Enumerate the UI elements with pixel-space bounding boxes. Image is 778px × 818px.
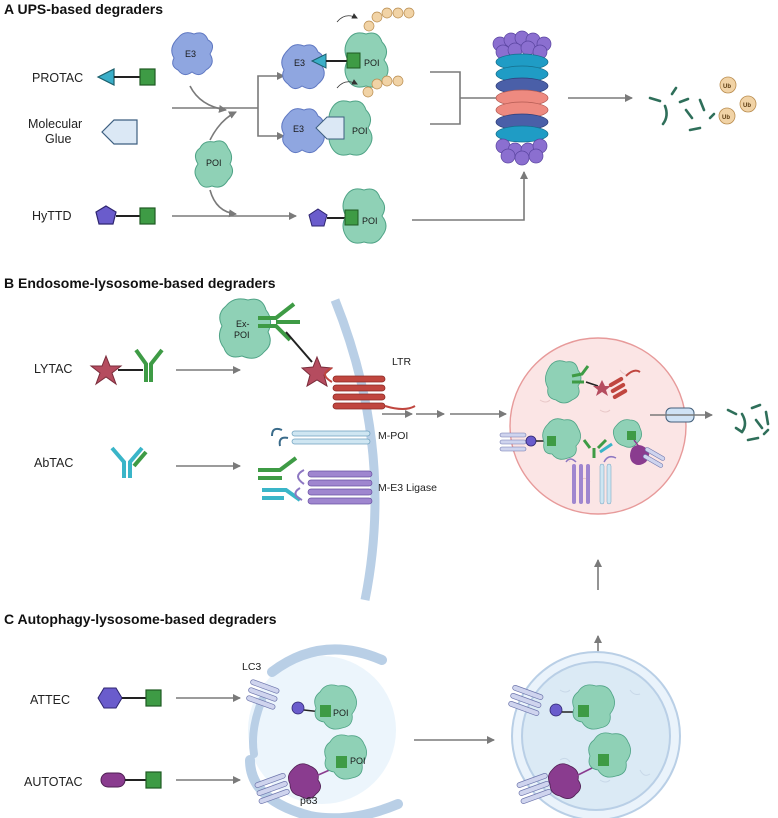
proteasome <box>492 30 552 166</box>
poi-label-complex2: POI <box>352 126 368 136</box>
lysosome-contents <box>499 360 666 505</box>
phagophore-cargo: POI POI <box>246 679 367 804</box>
section-a-title: A UPS-based degraders <box>4 1 163 17</box>
poi-label-attec: POI <box>333 708 349 718</box>
protac-molecule <box>96 68 156 86</box>
abtac-bound <box>258 456 302 502</box>
e3-join-arrow <box>189 85 227 113</box>
m-e3-ligase <box>294 469 373 505</box>
glue-ternary-complex: E3 POI <box>281 79 373 156</box>
flow-arrow-protac <box>257 72 285 108</box>
lysosome <box>509 337 687 515</box>
poi-blob-free: POI <box>194 140 234 188</box>
poi-label-autotac: POI <box>350 756 366 766</box>
ex-poi-label-1: Ex- <box>236 319 250 329</box>
e3-label-complex2: E3 <box>293 124 304 134</box>
poi-label-complex3: POI <box>362 216 378 226</box>
degraded-peptides-b <box>726 403 770 442</box>
hyttd-label: HyTTD <box>32 209 72 223</box>
autotac-label: AUTOTAC <box>24 775 83 789</box>
p63-label: p63 <box>300 795 318 807</box>
ub-label-3: Ub <box>722 115 730 121</box>
protac-ternary-complex: E3 POI <box>281 13 389 90</box>
autotac-molecule <box>100 771 162 789</box>
ex-poi-label-2: POI <box>234 330 250 340</box>
phagophore <box>245 644 403 818</box>
section-b-title: B Endosome-lysosome-based degraders <box>4 275 276 291</box>
hyttd-complex: POI <box>308 188 387 244</box>
m-poi-label: M-POI <box>378 430 408 442</box>
autophagosome-cargo <box>508 684 631 804</box>
m-e3-label: M-E3 Ligase <box>378 482 437 494</box>
attec-molecule <box>97 687 162 709</box>
lc3-label: LC3 <box>242 661 261 673</box>
ltr-receptor <box>324 367 416 410</box>
ub-chain-top <box>363 7 415 32</box>
poi-join-arrow <box>209 111 237 141</box>
plasma-membrane <box>330 298 380 601</box>
poi-join-hyttd-arrow <box>209 189 237 218</box>
attec-label: ATTEC <box>30 693 70 707</box>
e3-ligase-blob: E3 <box>171 32 214 76</box>
molecular-glue-molecule <box>101 119 138 145</box>
e3-label: E3 <box>185 49 196 59</box>
glue-label-2: Glue <box>45 132 71 146</box>
ub-chain-middle <box>362 75 404 98</box>
ub-label-2: Ub <box>743 103 751 109</box>
m-poi-receptor <box>271 427 371 447</box>
flow-arrow-glue <box>257 108 285 140</box>
abtac-label: AbTAC <box>34 456 73 470</box>
ub-label-1: Ub <box>723 84 731 90</box>
ub-free: Ub Ub Ub <box>718 76 757 125</box>
arrow-hyttd-to-proteasome <box>412 171 528 221</box>
poi-label-complex1: POI <box>364 58 380 68</box>
glue-label-1: Molecular <box>28 117 82 131</box>
ltr-label: LTR <box>392 356 411 368</box>
hyttd-molecule <box>95 205 156 225</box>
abtac-molecule <box>110 446 148 478</box>
lytac-label: LYTAC <box>34 362 72 376</box>
degraded-peptides-a <box>648 86 716 132</box>
lytac-molecule <box>89 348 164 386</box>
section-c-title: C Autophagy-lysosome-based degraders <box>4 611 277 627</box>
bracket-to-proteasome <box>430 71 461 125</box>
poi-label-free: POI <box>206 158 222 168</box>
protac-label: PROTAC <box>32 71 83 85</box>
e3-label-complex1: E3 <box>294 58 305 68</box>
ex-poi-complex: Ex- POI <box>218 298 334 388</box>
